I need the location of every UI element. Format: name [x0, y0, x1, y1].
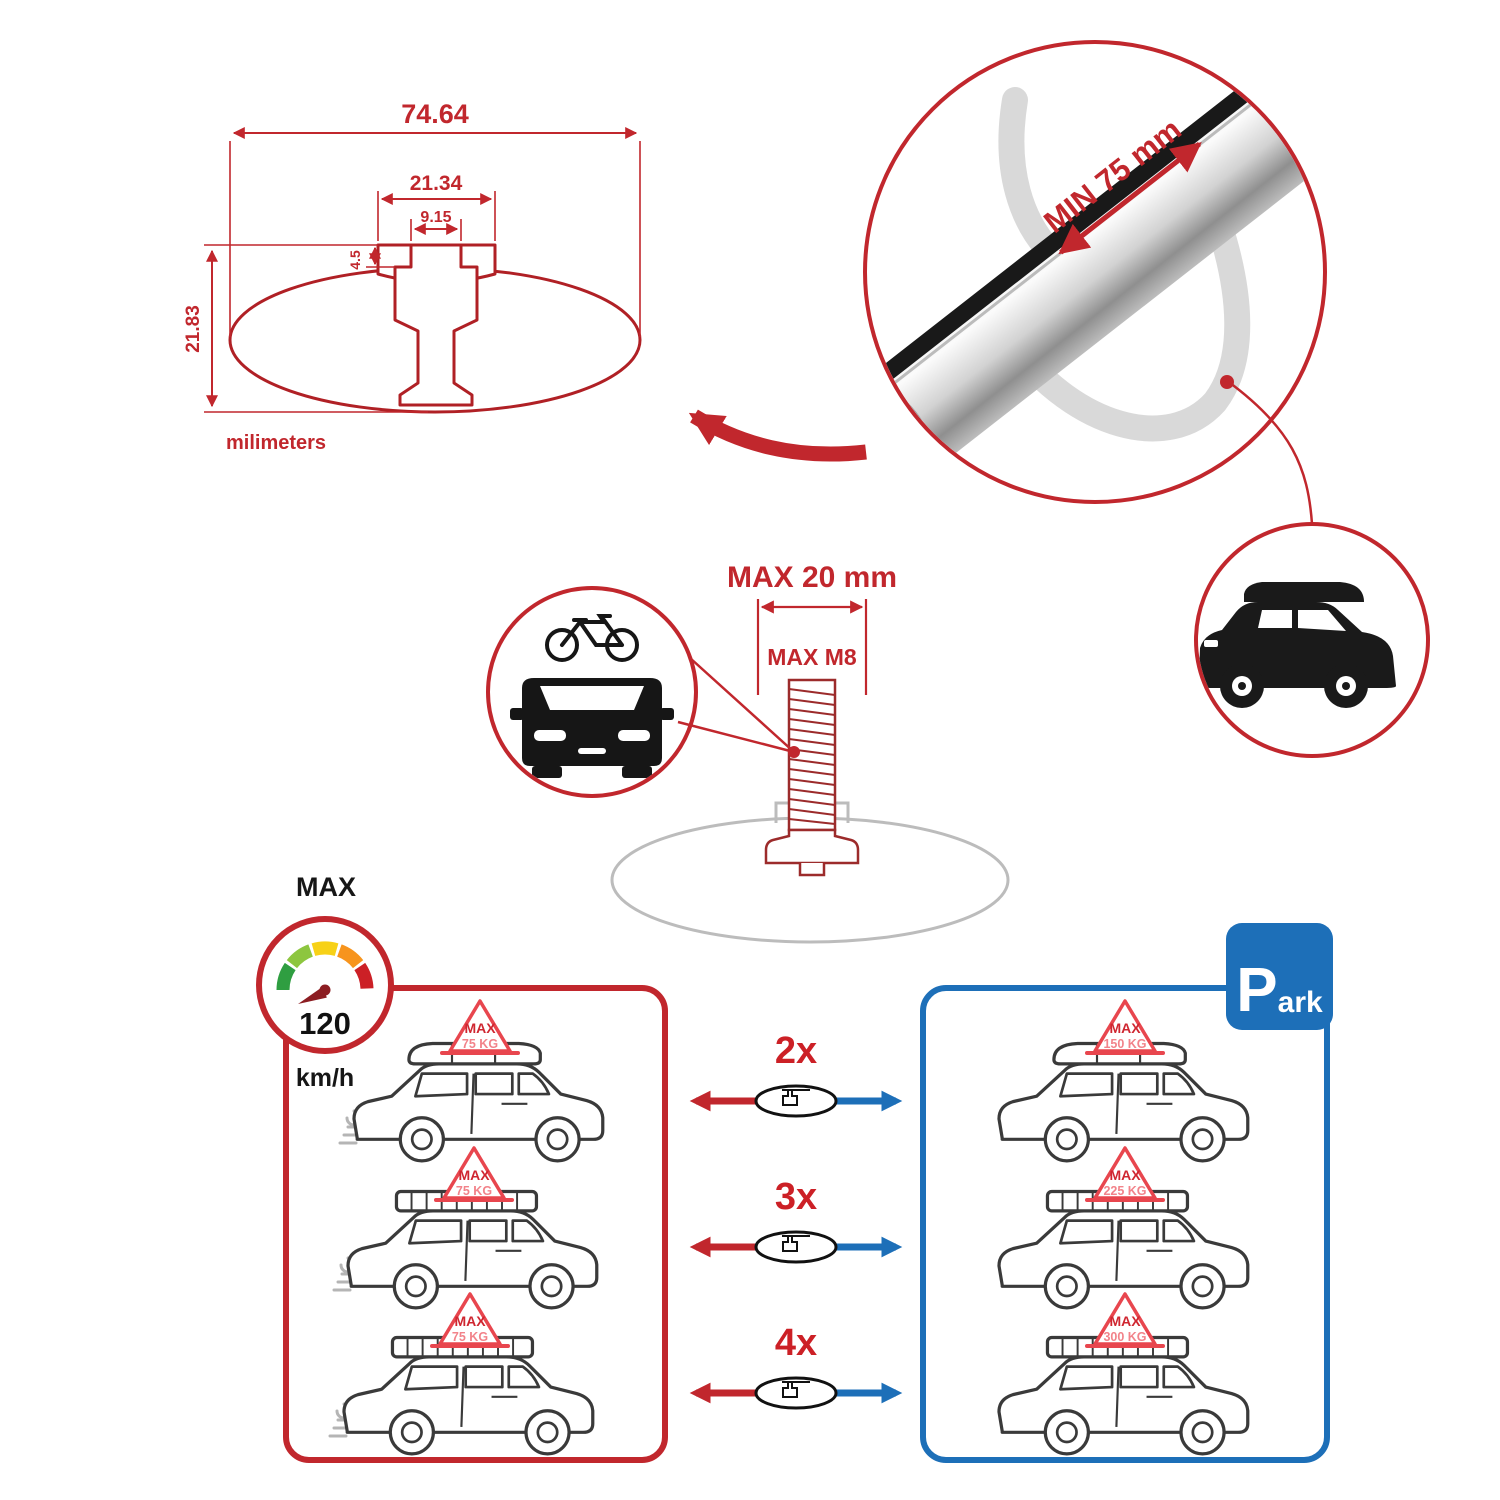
speed-units: km/h: [295, 1064, 355, 1092]
qty-block-3: 4x: [678, 1322, 914, 1426]
parking-panel: [920, 985, 1330, 1463]
clamp-callout-dot: [1220, 375, 1234, 389]
car-front-bike-icon: [510, 614, 674, 778]
park-row-3: MAX 300 KG: [975, 1292, 1275, 1458]
vehicle-example-circle: [1194, 522, 1430, 758]
qty-label-4x: 4x: [774, 1322, 818, 1364]
bolt-max-width-label: MAX 20 mm: [727, 561, 897, 594]
qty-label-2x: 2x: [774, 1030, 818, 1072]
suv-roofbox-icon: [1199, 582, 1396, 708]
qty-block-2: 3x: [678, 1176, 914, 1280]
dim-total-height: 21.83: [183, 305, 204, 353]
park-sign-letter: P: [1236, 956, 1278, 1026]
load-value: 75 KG: [462, 1037, 498, 1051]
load-value: 75 KG: [452, 1330, 488, 1344]
zoom-arrow: [688, 409, 867, 462]
qty-label-3x: 3x: [774, 1176, 818, 1218]
load-value: 75 KG: [456, 1184, 492, 1198]
load-value: 225 KG: [1103, 1184, 1146, 1198]
load-value: 300 KG: [1103, 1330, 1146, 1344]
bike-icon: [545, 614, 639, 662]
load-label: MAX: [1109, 1167, 1141, 1183]
speed-value: 120: [299, 1006, 351, 1041]
aluminum-bar: [867, 45, 1323, 479]
dim-lip-depth: 4.5: [347, 250, 363, 270]
units-label: milimeters: [226, 432, 326, 454]
profile-t-slot: [393, 243, 479, 407]
load-label: MAX: [1109, 1313, 1141, 1329]
crossbar-cross-section-drawing: 74.64 21.34 9.15 4.5 21.83 milimeters: [183, 99, 642, 454]
dim-total-width: 74.64: [401, 99, 469, 129]
park-sign-rest: ark: [1277, 985, 1323, 1019]
driving-panel: [283, 985, 668, 1463]
bar-detail-circle: MIN 75 mm: [863, 40, 1327, 504]
park-row-2: MAX 225 KG: [975, 1146, 1275, 1312]
crossbar-count-icon: [689, 1084, 903, 1118]
t-bolt: [764, 678, 860, 877]
park-row-1: MAX 150 KG: [975, 999, 1275, 1165]
speed-max-label: MAX: [296, 872, 356, 902]
load-label: MAX: [464, 1020, 496, 1036]
ghost-clamp-strap: [998, 87, 1251, 442]
speedometer: 120: [256, 916, 394, 1054]
load-label: MAX: [1109, 1020, 1141, 1036]
drive-row-3: MAX 75 KG: [328, 1292, 620, 1458]
dim-channel-width: 21.34: [410, 172, 463, 195]
crossbar-count-icon: [689, 1230, 903, 1264]
load-label: MAX: [454, 1313, 486, 1329]
dim-slot-width: 9.15: [420, 209, 451, 226]
crossbar-count-icon: [689, 1376, 903, 1410]
qty-block-1: 2x: [678, 1030, 914, 1134]
bolt-max-thread-label: MAX M8: [767, 644, 857, 670]
speedometer-gauge: 120: [276, 941, 374, 1041]
load-label: MAX: [458, 1167, 490, 1183]
load-value: 150 KG: [1103, 1037, 1146, 1051]
drive-row-1: MAX 75 KG: [338, 999, 630, 1165]
car-bike-circle: [486, 586, 698, 798]
drive-row-2: MAX 75 KG: [332, 1146, 624, 1312]
bar-render: MIN 75 mm: [867, 45, 1323, 479]
